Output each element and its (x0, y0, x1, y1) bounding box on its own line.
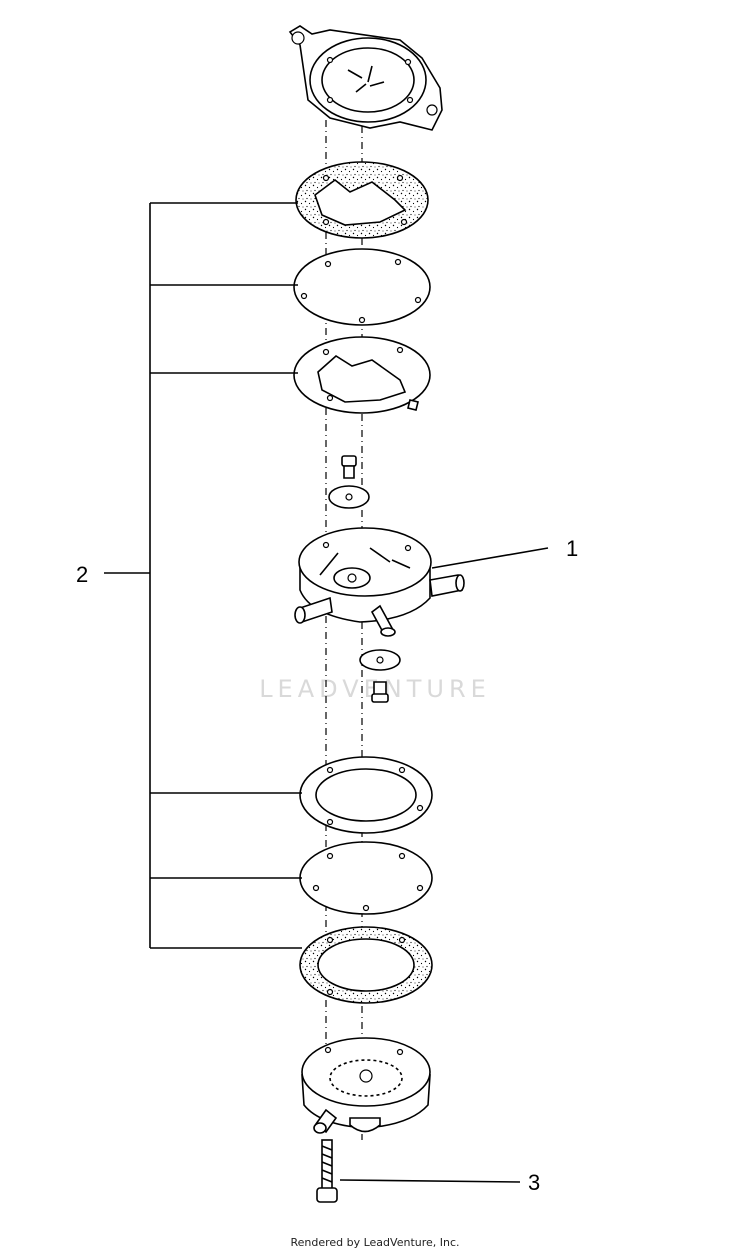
gasket-top-1 (295, 161, 429, 239)
callout-2: 2 (76, 562, 88, 587)
bottom-cover (301, 1037, 431, 1134)
diaphragm-top (293, 248, 431, 326)
upper-valve (328, 455, 370, 509)
callout-3: 3 (528, 1170, 540, 1195)
gasket-top-2 (293, 336, 431, 414)
lower-valve (359, 649, 401, 703)
screw (316, 1139, 338, 1203)
footer-credit: Rendered by LeadVenture, Inc. (290, 1236, 460, 1249)
top-cover (288, 25, 443, 131)
callout-leaders (104, 202, 549, 1183)
callout-1: 1 (566, 536, 578, 561)
gasket-bottom-2 (299, 926, 433, 1004)
pump-body (294, 527, 465, 637)
gasket-bottom-1 (299, 756, 433, 834)
diaphragm-bottom (299, 841, 433, 915)
